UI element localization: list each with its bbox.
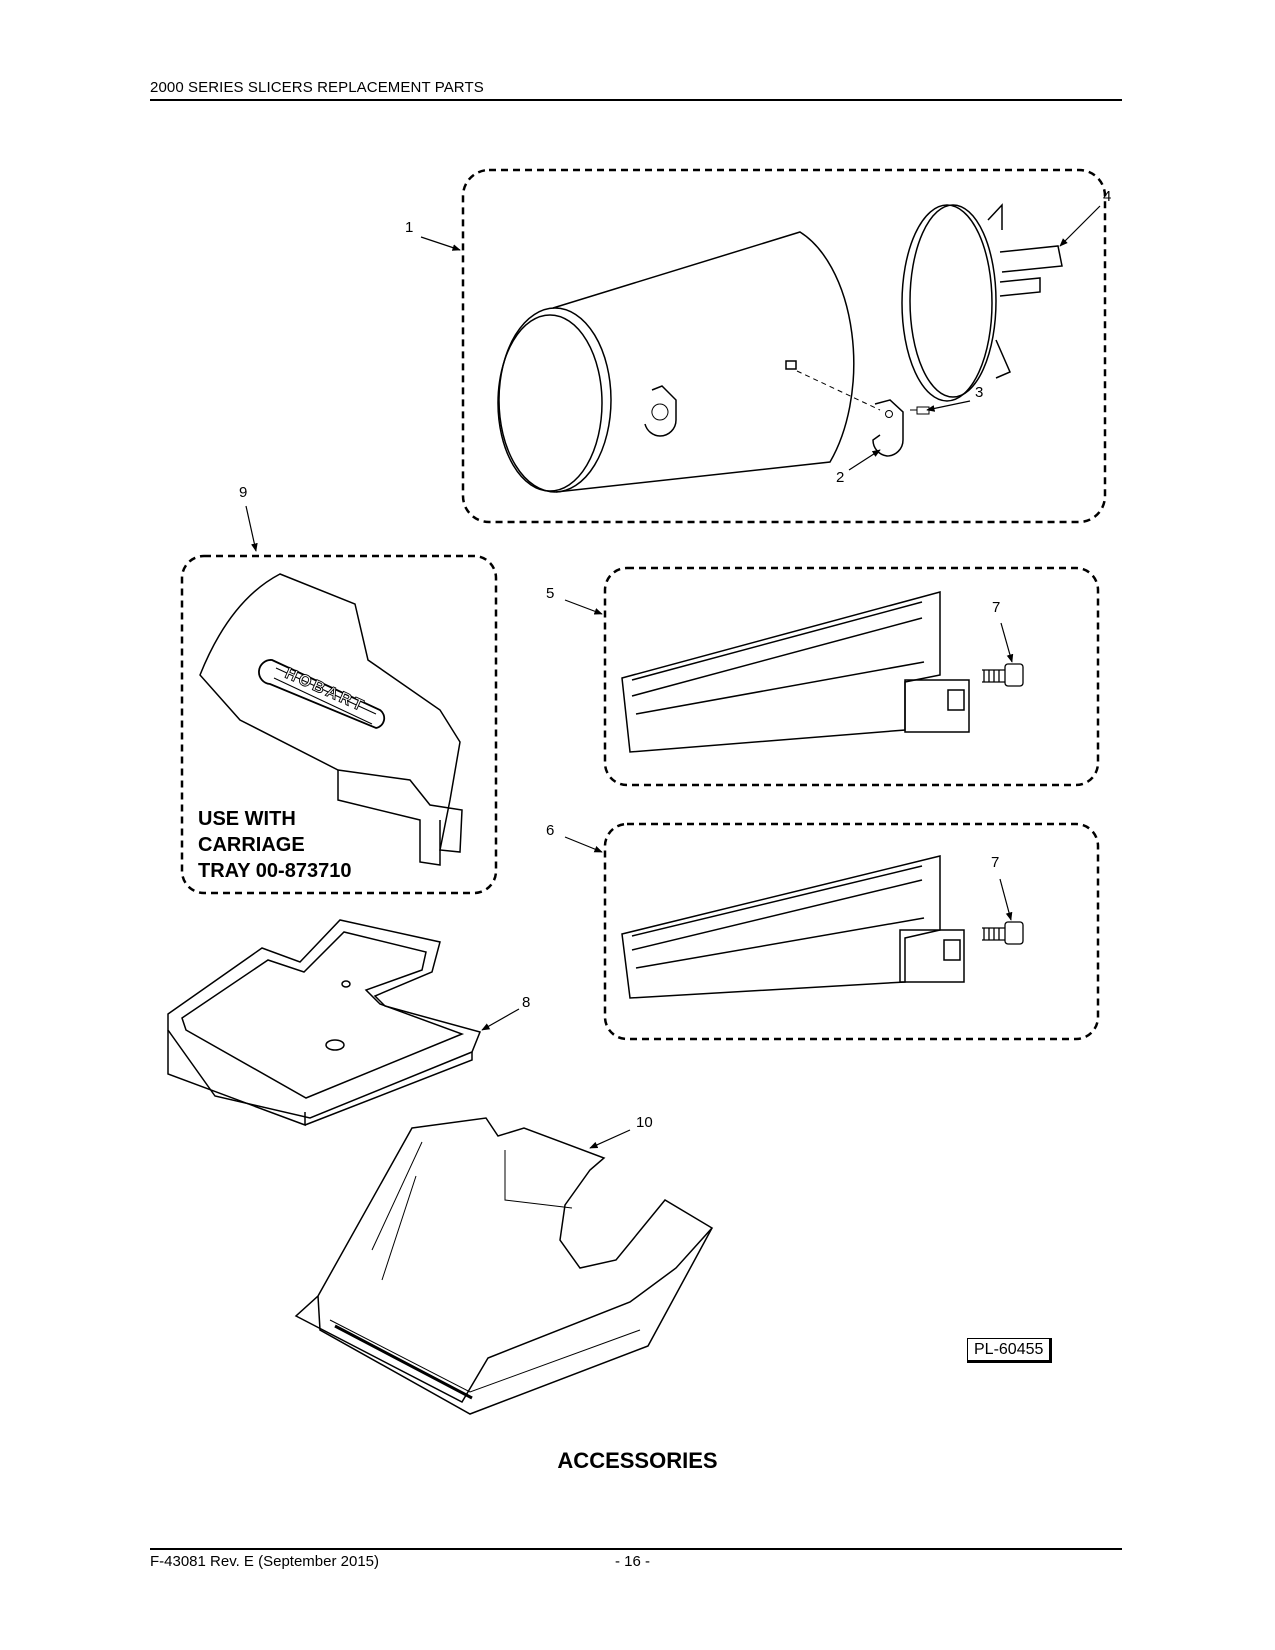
callout-2: 2 (836, 469, 845, 486)
header-rule (150, 99, 1122, 101)
callout-leaders (245, 205, 1101, 1149)
part-deflector (199, 573, 463, 866)
callout-7-upper: 7 (992, 599, 1001, 616)
footer-rule (150, 1548, 1122, 1550)
part-screw-3 (910, 406, 930, 415)
hobart-logo: HOBART (282, 665, 368, 716)
part-cylinder (497, 231, 881, 493)
part-bracket (872, 399, 904, 457)
part-rail-5 (621, 591, 970, 753)
plate-number: PL-60455 (967, 1338, 1053, 1363)
footer-page-number: - 16 - (615, 1553, 651, 1570)
group-box-deflector (180, 554, 498, 895)
callout-10: 10 (636, 1114, 653, 1131)
usage-note: USE WITH CARRIAGE TRAY 00-873710 (198, 806, 351, 884)
callout-8: 8 (522, 994, 531, 1011)
part-screw-7-upper (982, 663, 1024, 687)
page-header-title: 2000 SERIES SLICERS REPLACEMENT PARTS (150, 79, 484, 96)
callout-4: 4 (1103, 188, 1112, 205)
callout-5: 5 (546, 585, 555, 602)
part-rail-6 (621, 855, 965, 999)
callout-7-lower: 7 (991, 854, 1000, 871)
callout-3: 3 (975, 384, 984, 401)
group-box-rail-5 (603, 566, 1100, 787)
callout-9: 9 (239, 484, 248, 501)
usage-note-line-3: TRAY 00-873710 (198, 860, 352, 882)
callout-1: 1 (405, 219, 414, 236)
group-box-cylinder (461, 168, 1107, 524)
part-end-cap (901, 203, 1063, 402)
footer-document-id: F-43081 Rev. E (September 2015) (150, 1553, 380, 1570)
usage-note-line-1: USE WITH (198, 808, 296, 830)
section-title: ACCESSORIES (557, 1448, 718, 1473)
callout-6: 6 (546, 822, 555, 839)
part-carriage-tray (167, 919, 482, 1127)
part-crumb-tray (294, 1117, 714, 1415)
part-screw-7-lower (982, 921, 1024, 945)
usage-note-line-2: CARRIAGE (198, 834, 305, 856)
group-box-rail-6 (603, 822, 1100, 1041)
